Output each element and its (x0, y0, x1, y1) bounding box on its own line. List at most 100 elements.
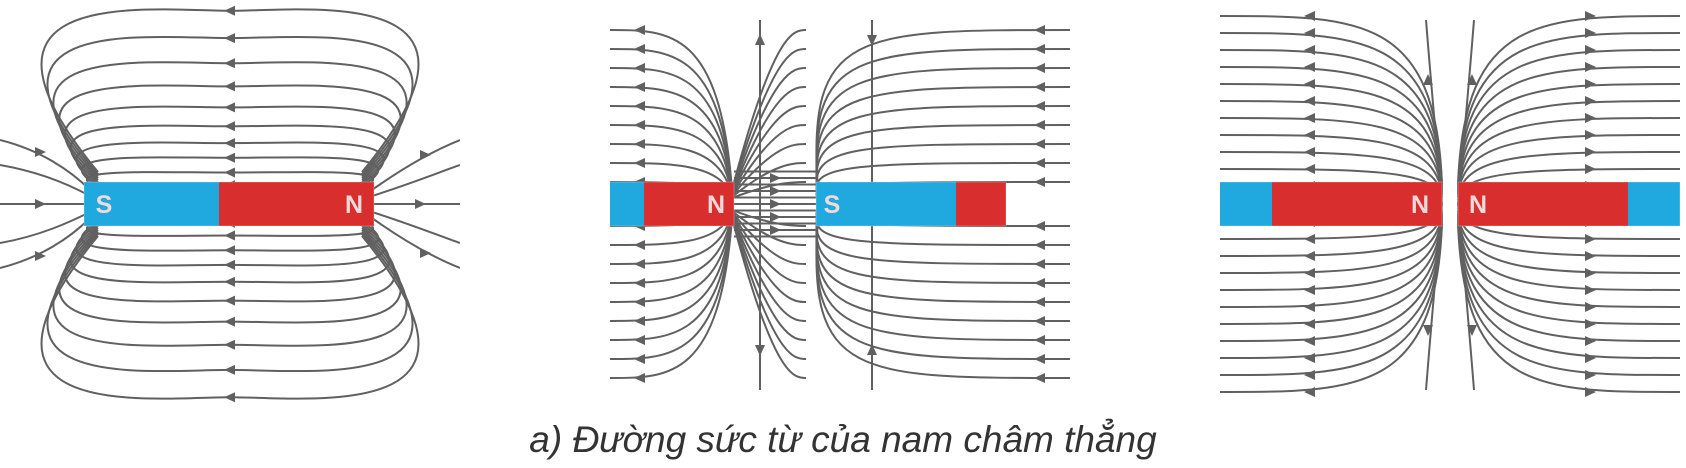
field-line (610, 216, 733, 360)
field-line (0, 164, 91, 197)
field-line (1220, 213, 1443, 291)
field-line (610, 212, 733, 284)
arrow-icon (1467, 74, 1477, 85)
arrow-icon (224, 339, 235, 350)
field-line (731, 143, 807, 197)
pole-label: S (96, 191, 113, 219)
field-line (371, 164, 460, 197)
arrow-icon (1585, 319, 1596, 329)
field-line (1457, 212, 1680, 274)
north-pole-segment (644, 182, 734, 226)
arrow-icon (224, 167, 235, 178)
arrow-icon (1585, 268, 1596, 278)
field-line (815, 29, 1070, 191)
north-pole-segment (1458, 182, 1628, 226)
arrow-icon (1585, 302, 1596, 312)
arrow-icon (1034, 240, 1045, 250)
field-line (0, 211, 91, 244)
field-line (1220, 216, 1443, 325)
arrow-icon (770, 225, 781, 235)
arrow-icon (1467, 325, 1477, 336)
arrow-icon (224, 33, 235, 44)
field-line (610, 124, 733, 196)
field-line (1457, 134, 1680, 196)
field-line (1457, 215, 1680, 308)
field-line (610, 217, 733, 379)
south-pole-segment (816, 182, 956, 226)
arrow-icon (1034, 177, 1045, 187)
north-pole-segment (219, 182, 374, 226)
field-line (75, 141, 385, 185)
arrow-icon (420, 248, 431, 258)
pole-label: N (1469, 191, 1487, 219)
field-line (371, 217, 460, 269)
arrow-icon (1034, 82, 1045, 92)
arrow-icon (1304, 302, 1315, 312)
field-line (1220, 117, 1443, 195)
arrow-icon (1034, 278, 1045, 288)
field-line (731, 217, 807, 379)
field-line (731, 162, 807, 198)
field-line (731, 105, 807, 195)
arrow-icon (634, 63, 645, 73)
arrow-icon (634, 297, 645, 307)
arrow-icon (1423, 74, 1433, 85)
arrow-icon (415, 199, 426, 209)
field-line (610, 67, 733, 193)
arrow-icon (1585, 285, 1596, 295)
arrow-icon (1034, 25, 1045, 35)
arrow-icon (1585, 11, 1596, 21)
field-line (731, 86, 807, 194)
arrow-icon (755, 34, 765, 45)
magnet-outline (815, 181, 1007, 227)
arrow-icon (224, 392, 235, 403)
arrow-icon (755, 345, 765, 356)
field-line (1220, 210, 1443, 257)
arrow-icon (634, 316, 645, 326)
arrow-icon (867, 344, 877, 355)
field-line (610, 105, 733, 195)
arrow-icon (1304, 285, 1315, 295)
arrow-icon (1585, 96, 1596, 106)
field-line (1457, 210, 1680, 257)
field-line (610, 214, 733, 322)
field-line (610, 143, 733, 197)
field-line (610, 48, 733, 192)
arrow-icon (634, 120, 645, 130)
field-line (731, 124, 807, 196)
arrow-icon (1585, 336, 1596, 346)
arrow-icon (1304, 130, 1315, 140)
field-line (1220, 83, 1443, 192)
arrow-icon (1304, 370, 1315, 380)
arrow-icon (224, 121, 235, 132)
field-line (731, 67, 807, 193)
arrow-icon (224, 81, 235, 92)
arrow-icon (224, 138, 235, 149)
arrow-icon (770, 199, 781, 209)
arrow-icon (634, 335, 645, 345)
field-line (1457, 117, 1680, 195)
arrow-icon (224, 230, 235, 241)
arrow-icon (1304, 62, 1315, 72)
arrow-icon (634, 101, 645, 111)
arrow-icon (1585, 251, 1596, 261)
arrow-icon (224, 152, 235, 163)
arrow-icon (634, 25, 645, 35)
arrow-icon (1304, 353, 1315, 363)
arrow-icon (1304, 234, 1315, 244)
field-line (610, 86, 733, 194)
field-line (1457, 66, 1680, 190)
field-line (58, 84, 402, 179)
arrow-icon (1585, 28, 1596, 38)
arrow-icon (1304, 11, 1315, 21)
arrow-icon (770, 212, 781, 222)
arrow-icon (1034, 139, 1045, 149)
field-line (731, 211, 807, 265)
field-line (731, 216, 807, 360)
arrow-icon (1585, 45, 1596, 55)
arrow-icon (1585, 62, 1596, 72)
